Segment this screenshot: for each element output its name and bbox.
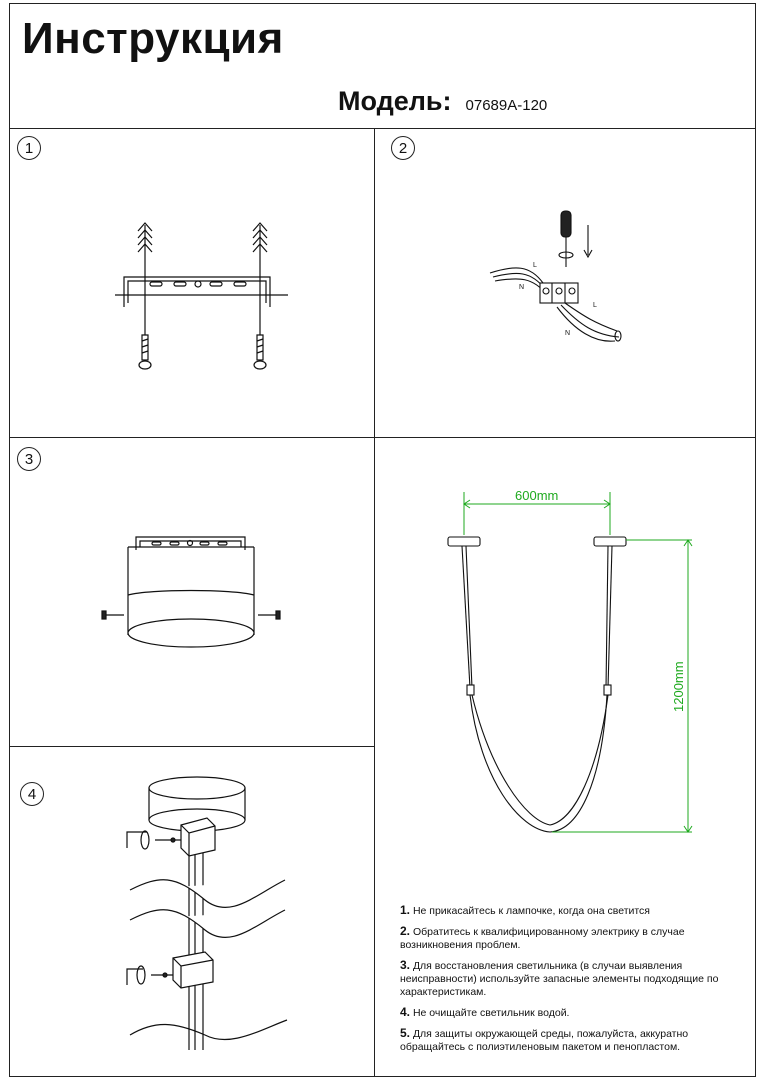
note-text: Обратитесь к квалифицированному электрик… (400, 926, 685, 951)
step-number-4: 4 (20, 782, 44, 806)
note-item: 1. Не прикасайтесь к лампочке, когда она… (400, 904, 730, 918)
note-number: 5. (400, 1026, 411, 1040)
page-frame (9, 3, 756, 1077)
dimension-width-label: 600mm (515, 488, 558, 503)
wire-label-n2: N (565, 330, 570, 337)
model-label: Модель: (338, 86, 452, 116)
row-divider-1 (9, 437, 756, 438)
header-divider (9, 128, 756, 129)
model-row: Модель: 07689A-120 (338, 86, 547, 117)
note-text: Не прикасайтесь к лампочке, когда она св… (412, 905, 650, 917)
page-title: Инструкция (22, 14, 284, 63)
model-value: 07689A-120 (465, 97, 548, 114)
safety-notes: 1. Не прикасайтесь к лампочке, когда она… (400, 904, 730, 1061)
wire-label-l1: L (533, 262, 537, 269)
note-item: 4. Не очищайте светильник водой. (400, 1006, 730, 1020)
column-divider (374, 128, 375, 1077)
note-number: 2. (400, 924, 411, 938)
note-item: 3. Для восстановления светильника (в слу… (400, 959, 730, 999)
dimension-diagram: 600mm 1200mm (447, 488, 693, 833)
note-text: Для защиты окружающей среды, пожалуйста,… (400, 1028, 689, 1053)
step1-bracket-diagram (115, 222, 288, 370)
step2-wiring-diagram: L N L N (489, 210, 622, 342)
step-number-3: 3 (17, 447, 41, 471)
row-divider-2 (9, 746, 374, 747)
note-text: Не очищайте светильник водой. (412, 1007, 570, 1019)
note-number: 3. (400, 958, 411, 972)
note-number: 1. (400, 903, 411, 917)
note-number: 4. (400, 1005, 411, 1019)
note-item: 5. Для защиты окружающей среды, пожалуйс… (400, 1027, 730, 1054)
step-number-1: 1 (17, 136, 41, 160)
wire-label-n1: N (519, 284, 524, 291)
wire-label-l2: L (593, 302, 597, 309)
step3-fixture-diagram (101, 536, 281, 648)
step4-cable-diagram (126, 776, 288, 1050)
note-item: 2. Обратитесь к квалифицированному элект… (400, 925, 730, 952)
step-number-2: 2 (391, 136, 415, 160)
dimension-lines (463, 492, 693, 833)
note-text: Для восстановления светильника (в случаи… (400, 960, 719, 998)
dimension-height-label: 1200mm (671, 661, 686, 712)
